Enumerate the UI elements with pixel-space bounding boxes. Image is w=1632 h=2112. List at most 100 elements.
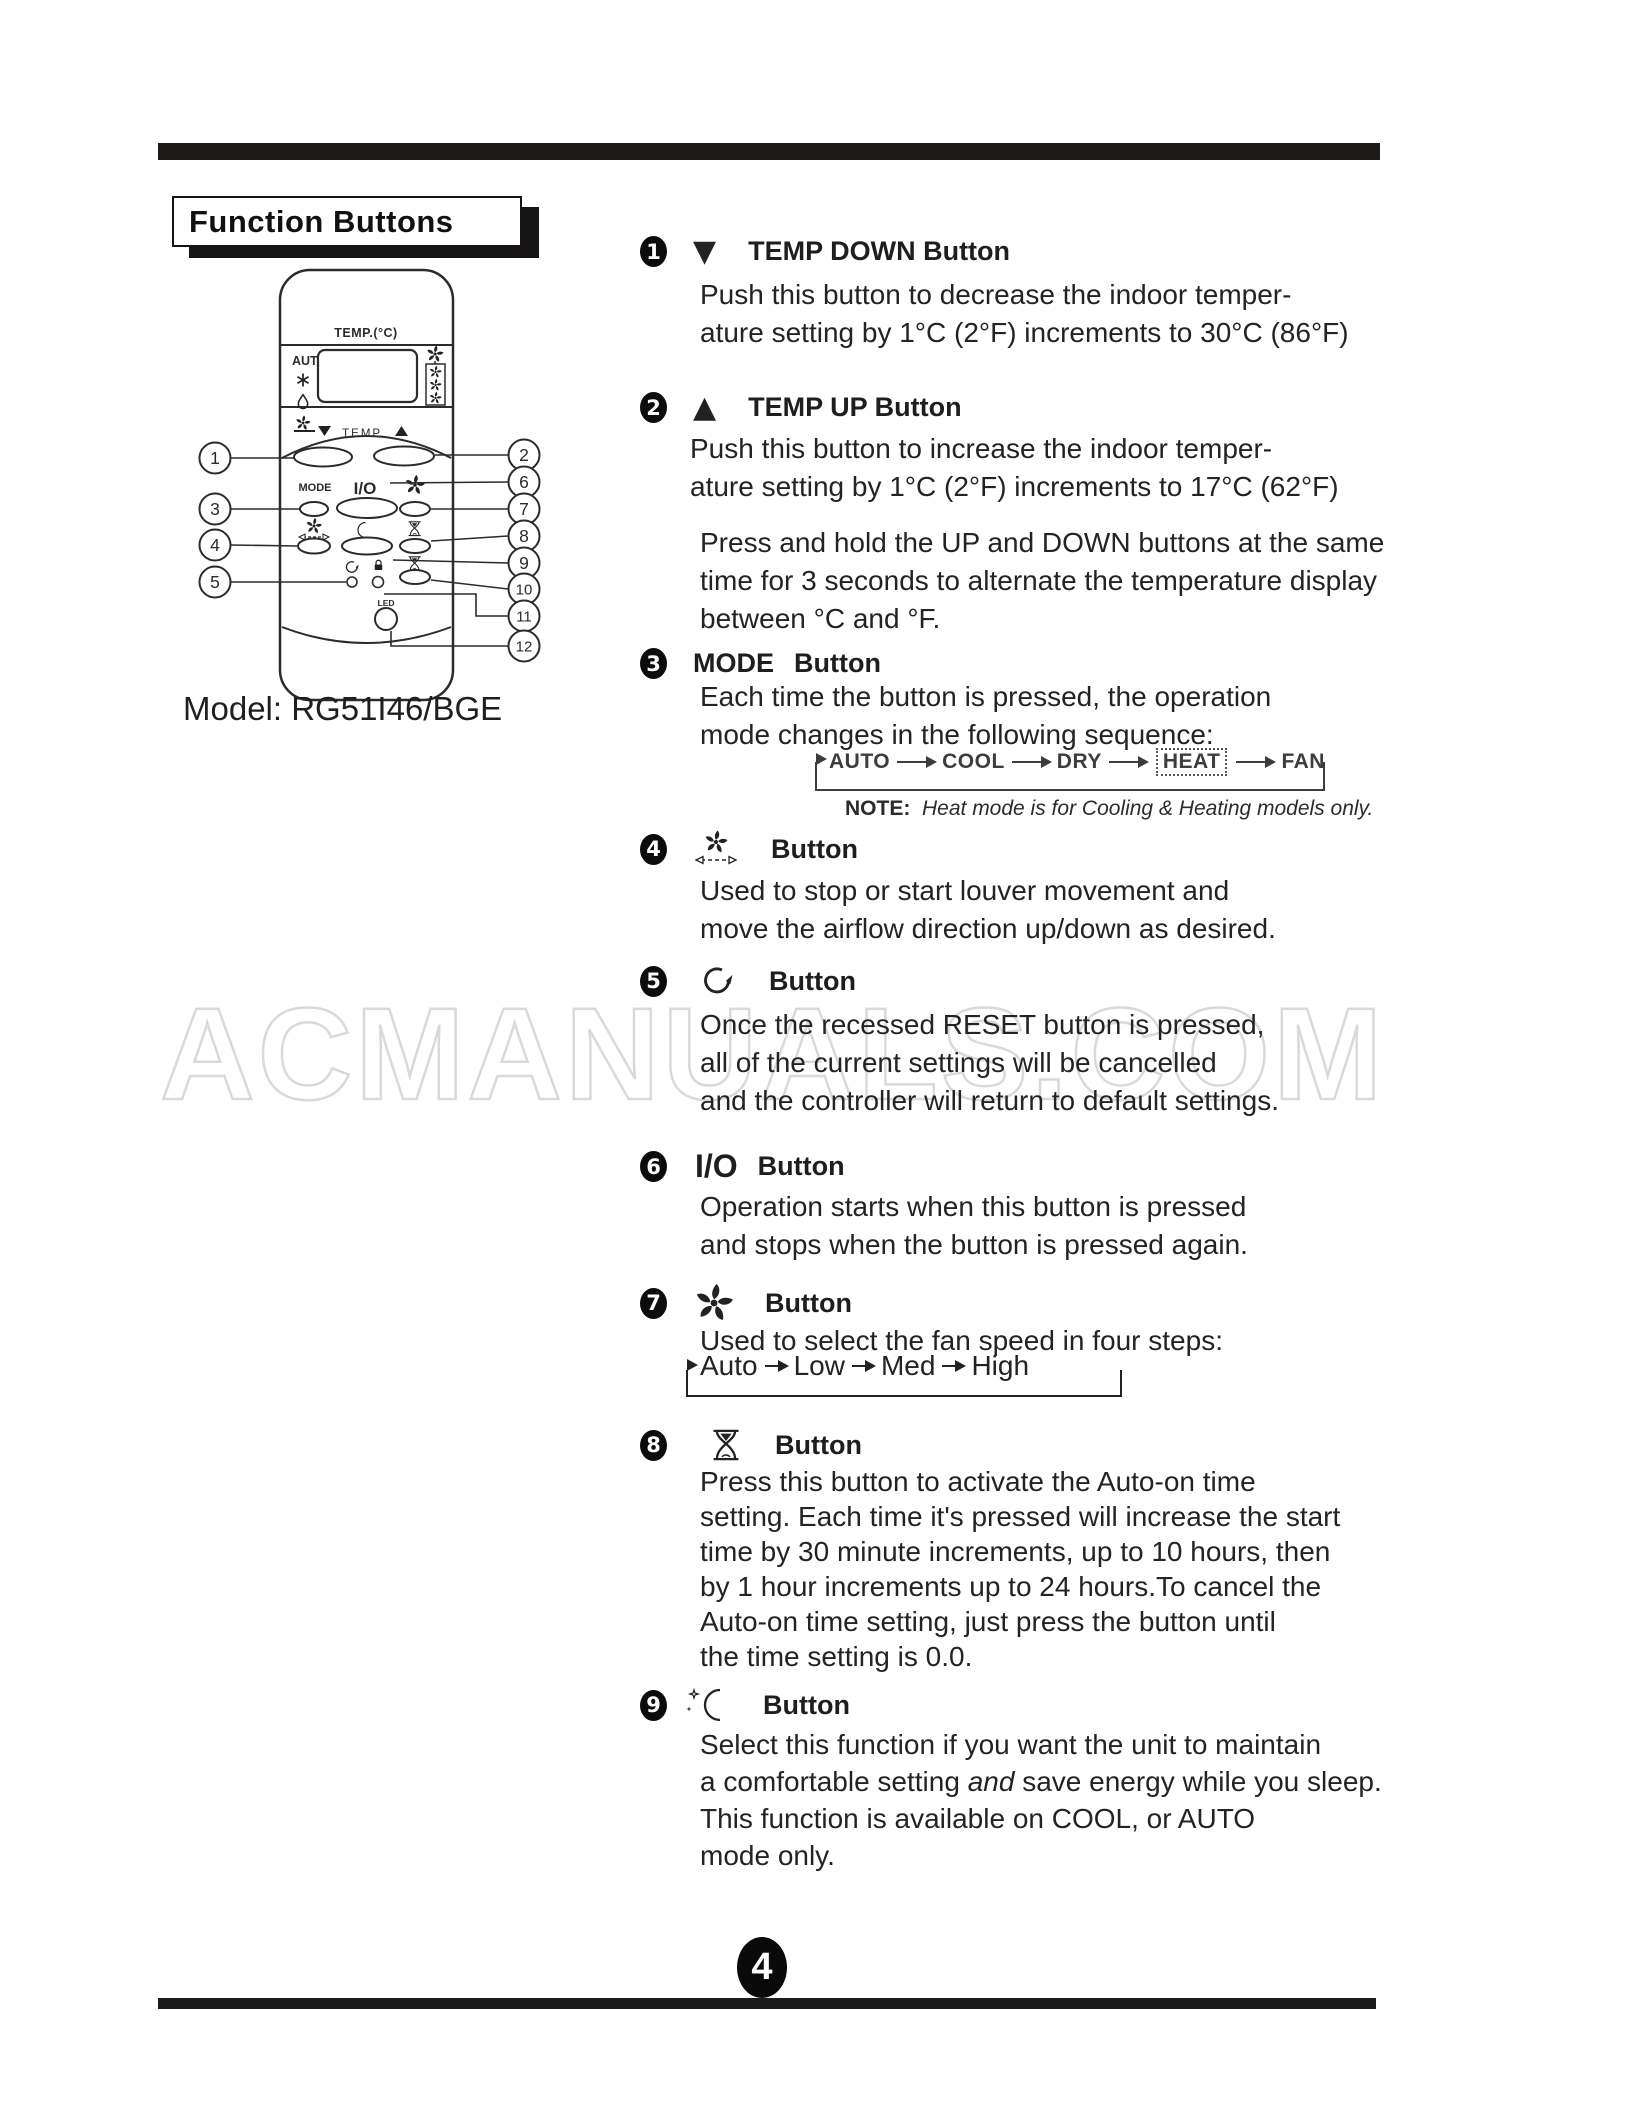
temp-up-triangle-icon: ▲	[693, 389, 717, 425]
remote-temp-label: TEMP.	[342, 428, 386, 440]
fan-speed-diagram: Auto Low Med High	[686, 1350, 1122, 1397]
temp-up-glyph	[395, 426, 408, 436]
callout-2: 2	[519, 445, 529, 465]
mode-step-fan: FAN	[1281, 750, 1325, 773]
item-7-heading: 7 Button	[640, 1282, 852, 1324]
item-6-heading: 6 I/O Button	[640, 1148, 845, 1185]
loop-arrow-icon	[816, 753, 827, 765]
callout-3: 3	[210, 499, 220, 519]
remote-temp-down-button[interactable]	[293, 446, 353, 468]
mode-step-auto: AUTO	[829, 750, 891, 773]
item-1-body: Push this button to decrease the indoor …	[700, 279, 1349, 348]
arrow-icon	[764, 1360, 789, 1372]
mode-step-cool: COOL	[942, 750, 1005, 773]
item-3-body: Each time the button is pressed, the ope…	[700, 681, 1272, 750]
item-9-bullet: 9	[640, 1689, 667, 1721]
arrow-icon	[942, 1360, 967, 1372]
callout-8: 8	[519, 526, 529, 546]
mode-sequence-diagram: AUTO COOL DRY HEAT FAN	[815, 748, 1325, 791]
page-number-badge: 4	[737, 1937, 787, 1998]
remote-led-label: LED	[378, 598, 395, 608]
item-7-body: Used to select the fan speed in four ste…	[700, 1325, 1223, 1356]
item-9-title: Button	[763, 1689, 850, 1720]
remote-sleep-button[interactable]	[341, 536, 393, 556]
reset-icon	[704, 967, 734, 994]
item-1-bullet: 1	[640, 236, 667, 267]
item-9-heading: 9 Button	[640, 1686, 850, 1724]
item-1-heading: 1 ▼ TEMP DOWN Button	[640, 236, 1010, 267]
item-6-title: Button	[757, 1151, 845, 1181]
sleep-icon	[686, 1688, 722, 1722]
arrow-icon	[897, 756, 938, 768]
arrow-icon	[851, 1360, 876, 1372]
item-4-title: Button	[771, 833, 858, 864]
remote-io-label: I/O	[354, 479, 377, 498]
timer-icon	[712, 1429, 740, 1461]
item-5-title: Button	[769, 965, 856, 996]
item-8-heading: 8 Button	[640, 1428, 862, 1462]
mode-note: NOTE: Heat mode is for Cooling & Heating…	[845, 797, 1374, 820]
callout-6: 6	[519, 472, 529, 492]
item-3-title: Button	[794, 648, 881, 678]
section-title: Function Buttons	[189, 203, 454, 239]
item-2-title: TEMP UP Button	[748, 392, 962, 422]
swing-icon	[694, 830, 738, 865]
loop-back-line	[686, 1370, 1122, 1397]
callout-1: 1	[210, 448, 220, 468]
fan-step-high: High	[971, 1350, 1030, 1381]
arrow-icon	[1108, 756, 1149, 768]
item-4-body: Used to stop or start louver movement an…	[700, 875, 1276, 944]
temp-down-glyph	[318, 426, 331, 436]
item-2-note: Press and hold the UP and DOWN buttons a…	[700, 527, 1385, 634]
remote-mode-label: MODE	[299, 482, 332, 494]
remote-led-button[interactable]	[374, 607, 398, 631]
mode-step-dry: DRY	[1056, 750, 1102, 773]
remote-timer-on-button[interactable]	[399, 538, 431, 554]
callout-7: 7	[519, 499, 529, 519]
callout-badges: 1 2 3 4 5 6 7 8 9 10 11 12	[198, 438, 541, 663]
callout-10: 10	[516, 582, 533, 599]
remote-figure: TEMP.(°C) AUTO TEMP. MODE I/O LED	[198, 268, 541, 702]
item-5-body: Once the recessed RESET button is presse…	[700, 1009, 1279, 1116]
item-2-bullet: 2	[640, 392, 667, 423]
loop-arrow-icon	[687, 1359, 698, 1371]
item-8-body: Press this button to activate the Auto-o…	[700, 1466, 1341, 1672]
item-6-bullet: 6	[640, 1151, 667, 1182]
fan-step-med: Med	[880, 1350, 936, 1381]
remote-io-button[interactable]	[336, 497, 398, 519]
remote-lcd	[316, 348, 419, 404]
callout-5: 5	[210, 572, 220, 592]
fan-icon	[695, 1284, 734, 1322]
mode-step-heat: HEAT	[1155, 748, 1228, 776]
remote-temp-up-button[interactable]	[373, 445, 435, 467]
item-4-bullet: 4	[640, 833, 667, 865]
arrow-icon	[1011, 756, 1052, 768]
item-7-title: Button	[765, 1287, 852, 1318]
callout-9: 9	[519, 553, 529, 573]
item-3-bullet: 3	[640, 648, 667, 679]
item-2-heading: 2 ▲ TEMP UP Button	[640, 392, 962, 423]
remote-lock-button[interactable]	[371, 575, 385, 589]
item-8-title: Button	[775, 1429, 862, 1460]
remote-mode-button[interactable]	[299, 501, 329, 517]
fan-step-auto: Auto	[700, 1350, 758, 1381]
section-header: Function Buttons	[172, 196, 522, 247]
fan-step-low: Low	[793, 1350, 845, 1381]
temp-down-triangle-icon: ▼	[693, 233, 717, 269]
remote-temp-display-label: TEMP.(°C)	[334, 326, 397, 340]
model-label: Model: RG51I46/BGE	[183, 690, 503, 727]
item-6-body: Operation starts when this button is pre…	[700, 1191, 1248, 1260]
item-5-heading: 5 Button	[640, 962, 856, 1000]
arrow-icon	[1236, 756, 1277, 768]
remote-fan-button[interactable]	[399, 501, 431, 517]
item-1-title: TEMP DOWN Button	[748, 236, 1011, 266]
item-3-label: MODE	[693, 648, 774, 678]
item-8-bullet: 8	[640, 1429, 667, 1461]
remote-reset-button[interactable]	[346, 576, 358, 588]
callout-lines	[229, 454, 509, 647]
remote-swing-button[interactable]	[297, 537, 331, 555]
item-5-bullet: 5	[640, 965, 667, 997]
loop-back-line	[815, 762, 1325, 791]
remote-timer-off-button[interactable]	[399, 569, 431, 585]
